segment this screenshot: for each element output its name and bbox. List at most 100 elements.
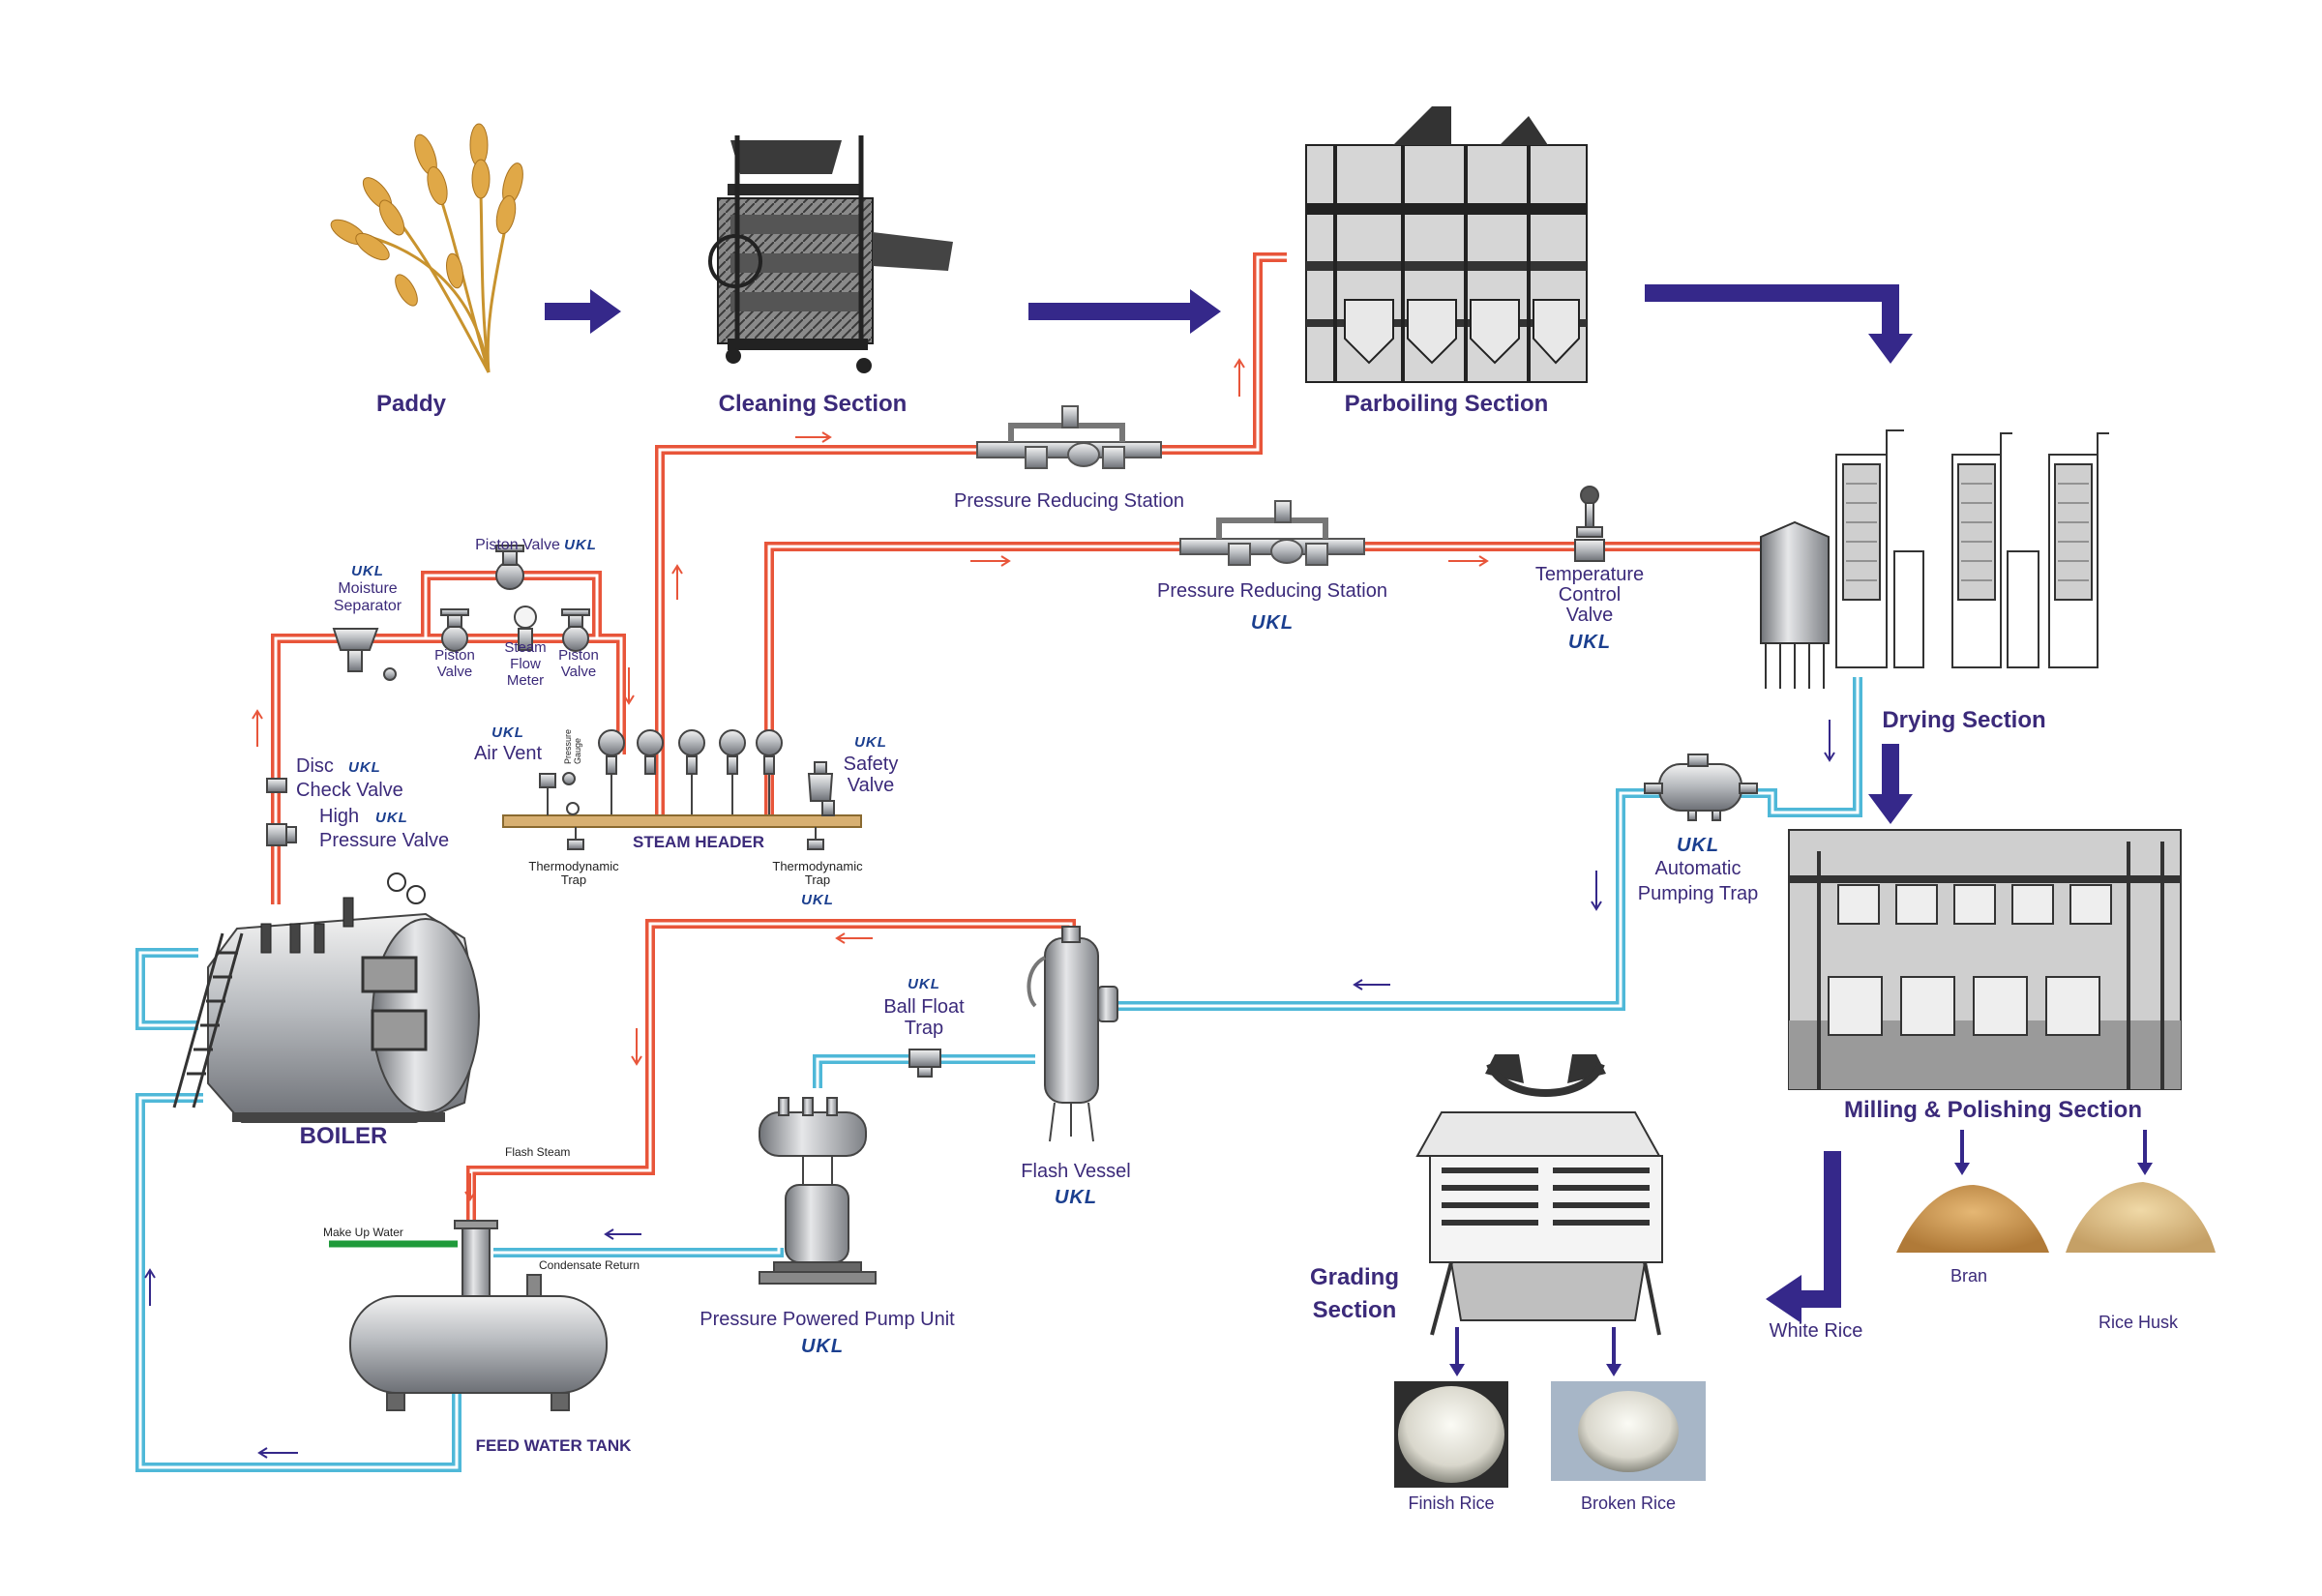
arrow-to-rice-husk: [2137, 1130, 2153, 1175]
broken-rice-label: Broken Rice: [1581, 1493, 1676, 1513]
tcv-label-1: Temperature: [1535, 564, 1644, 585]
arrow-to-bran: [1954, 1130, 1970, 1175]
condensate-return-label: Condensate Return: [539, 1258, 640, 1272]
ukl-logo-ball-float: UKL: [908, 976, 940, 992]
temperature-control-valve-icon: [1574, 486, 1605, 562]
ukl-logo-thermo-right: UKL: [801, 892, 834, 908]
steam-flow-meter-label-1: Steam: [504, 639, 546, 656]
condensate-pipes: [135, 677, 1862, 1472]
pressure-gauge-label-1: Pressure: [563, 729, 573, 764]
drying-section-label: Drying Section: [1882, 707, 2045, 733]
drying-towers-icon: [1760, 429, 2109, 689]
white-rice-label: White Rice: [1770, 1320, 1863, 1342]
high-pressure-valve-icon: [266, 823, 297, 846]
ball-float-trap-label-2: Trap: [905, 1018, 943, 1039]
thermo-trap-right-label-1: Thermodynamic: [772, 859, 863, 873]
steam-header-label: STEAM HEADER: [633, 833, 764, 851]
manifold-valve-2: [637, 729, 664, 775]
feed-water-tank-label: FEED WATER TANK: [476, 1436, 633, 1455]
tcv-label-3: Valve: [1566, 605, 1614, 626]
ukl-logo-apt: UKL: [1677, 835, 1719, 856]
milling-section-label: Milling & Polishing Section: [1844, 1097, 2142, 1123]
rice-husk-pile-image: [2066, 1182, 2216, 1253]
thermo-trap-right-label-2: Trap: [805, 872, 830, 887]
disc-check-valve-icon: [266, 778, 287, 793]
feed-water-tank-icon: [349, 1220, 608, 1411]
flash-vessel-label: Flash Vessel: [1021, 1161, 1130, 1182]
grading-label-2: Section: [1313, 1297, 1397, 1323]
process-arrows: [545, 284, 2153, 1376]
ukl-logo-flash-vessel: UKL: [1055, 1187, 1097, 1208]
piston-valve-left-label-1: Piston: [434, 647, 475, 664]
piston-valve-left-label-2: Valve: [437, 664, 472, 680]
apt-label-2: Pumping Trap: [1638, 883, 1759, 904]
piston-valve-top-label: Piston Valve: [475, 537, 560, 553]
manifold-valve-1: [598, 729, 625, 775]
ukl-logo-ppu: UKL: [801, 1336, 844, 1357]
thermodynamic-trap-left-icon: [567, 827, 584, 850]
ukl-logo-hp: UKL: [375, 810, 408, 826]
arrow-to-broken-rice: [1606, 1327, 1622, 1376]
boiler-return-loop: [135, 948, 198, 1030]
arrow-paddy-to-cleaning: [545, 289, 621, 334]
grading-machine-icon: [1415, 1054, 1663, 1336]
piston-valve-top-icon: [495, 545, 524, 590]
flow-arrows: [144, 358, 1835, 1459]
steam-flow-meter-icon: [514, 606, 537, 651]
boiler-label: BOILER: [300, 1123, 388, 1149]
parboiling-section-label: Parboiling Section: [1345, 391, 1549, 417]
steam-flow-meter-label-2: Flow: [510, 656, 541, 672]
paddy-label: Paddy: [376, 391, 447, 417]
feed-water-line: [135, 1093, 461, 1472]
high-pressure-valve-label-2: Pressure Valve: [319, 830, 449, 851]
manifold-valve-4: [719, 729, 746, 775]
high-pressure-valve-label-1: High: [319, 806, 359, 827]
pressure-gauge-label-2: Gauge: [573, 738, 582, 764]
ukl-logo-tcv: UKL: [1568, 632, 1611, 653]
boiler-icon: [172, 872, 481, 1123]
piston-valve-right-label-1: Piston: [558, 647, 599, 664]
milling-plant-photo: [1788, 829, 2182, 1090]
parboiling-plant-photo: [1305, 106, 1588, 383]
arrow-cleaning-to-parboiling: [1028, 289, 1221, 334]
piston-valve-right-icon: [561, 608, 590, 652]
apt-label-1: Automatic: [1655, 858, 1742, 879]
ukl-logo-prs: UKL: [1251, 612, 1294, 634]
manifold-valves: [598, 729, 783, 817]
automatic-pumping-trap-icon: [1644, 754, 1758, 821]
prs-mid-label: Pressure Reducing Station: [1157, 580, 1387, 602]
flash-steam-label: Flash Steam: [505, 1145, 570, 1159]
ukl-logo-piston-top: UKL: [564, 537, 597, 553]
manifold-valve-5: [756, 729, 783, 775]
ukl-logo-safety: UKL: [854, 734, 887, 751]
bran-pile-image: [1896, 1185, 2049, 1253]
steam-header-bar: [502, 814, 862, 828]
moisture-separator-icon: [332, 628, 397, 681]
piston-valve-left-icon: [440, 608, 469, 652]
paddy-wheat-icon: [330, 123, 523, 373]
air-vent-icon: [539, 772, 576, 815]
safety-valve-label-2: Valve: [848, 775, 895, 796]
disc-check-valve-label-2: Check Valve: [296, 780, 403, 801]
safety-valve-label-1: Safety: [844, 754, 899, 775]
ball-float-trap-label-1: Ball Float: [883, 996, 965, 1018]
arrow-to-finish-rice: [1449, 1327, 1465, 1376]
pressure-reducing-station-top-icon: [976, 405, 1162, 469]
makeup-water-label: Make Up Water: [323, 1226, 403, 1239]
moisture-label-1: Moisture: [338, 580, 397, 597]
tcv-label-2: Control: [1559, 584, 1621, 606]
steam-flow-meter-label-3: Meter: [507, 672, 544, 689]
ukl-logo-moisture: UKL: [351, 563, 384, 579]
flash-vessel-icon: [1027, 926, 1118, 1142]
cleaning-machine-icon: [708, 135, 953, 373]
pressure-reducing-station-mid-icon: [1179, 500, 1365, 566]
disc-check-valve-label-1: Disc: [296, 755, 334, 777]
ppu-label: Pressure Powered Pump Unit: [700, 1309, 955, 1330]
condensate-line-drying-to-flash: [1117, 677, 1862, 1011]
ball-float-trap-icon: [908, 1049, 941, 1078]
pressure-powered-pump-icon: [759, 1097, 877, 1285]
thermo-trap-left-label-2: Trap: [561, 872, 586, 887]
arrow-parboiling-to-drying: [1645, 284, 1913, 364]
moisture-label-2: Separator: [334, 598, 402, 614]
